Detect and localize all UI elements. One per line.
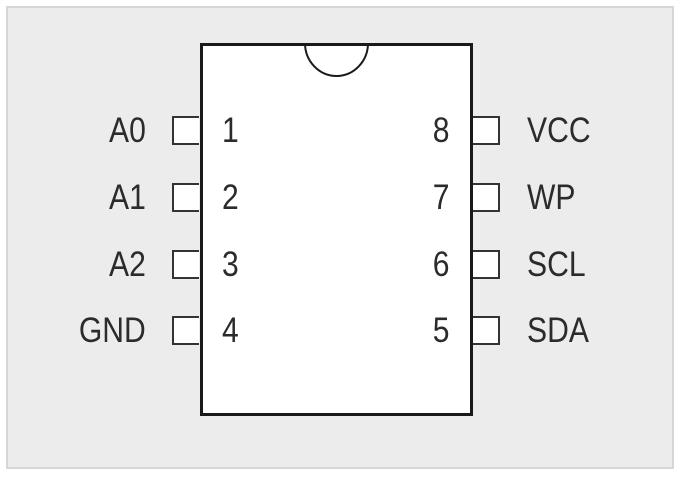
pin-3-signal: A2 [109,245,146,284]
pin-1-signal: A0 [109,111,146,150]
pin-2-lead [172,183,199,212]
pin-3-lead [172,250,199,279]
pin-6-number: 6 [432,245,449,284]
pin-8-signal: VCC [527,111,591,150]
pin-1-number: 1 [222,111,239,150]
pin-1-lead [172,116,199,145]
pin-7-signal: WP [527,178,576,217]
pin-4-number: 4 [222,311,239,350]
pin-2-number: 2 [222,178,239,217]
pin-6-signal: SCL [527,245,586,284]
pin1-notch [304,43,369,77]
pin-5-signal: SDA [527,311,589,350]
pin-5-number: 5 [432,311,449,350]
pin-7-number: 7 [432,178,449,217]
pin-4-lead [172,316,199,345]
pin-8-lead [473,116,500,145]
pin-4-signal: GND [79,311,146,350]
pin-7-lead [473,183,500,212]
ic-package-body [200,43,473,416]
pin-8-number: 8 [432,111,449,150]
pin-6-lead [473,250,500,279]
pin-2-signal: A1 [109,178,146,217]
pin-3-number: 3 [222,245,239,284]
pin-5-lead [473,316,500,345]
